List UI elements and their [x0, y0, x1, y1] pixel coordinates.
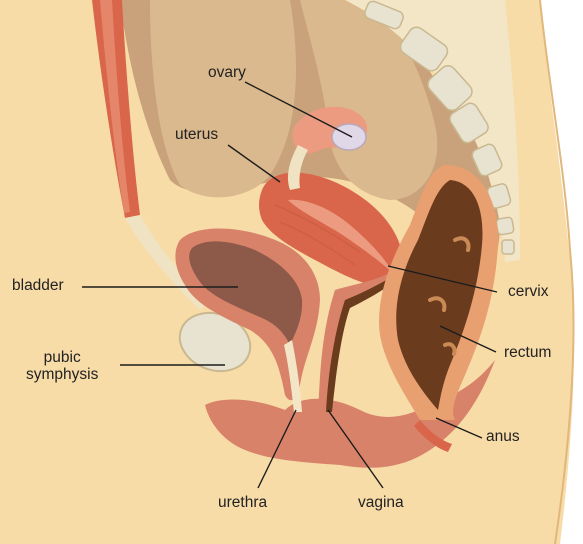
- label-vagina: vagina: [358, 494, 404, 511]
- label-ovary: ovary: [208, 64, 246, 81]
- label-cervix: cervix: [508, 283, 548, 300]
- label-urethra: urethra: [218, 494, 267, 511]
- label-rectum: rectum: [504, 344, 551, 361]
- label-anus: anus: [486, 428, 520, 445]
- label-bladder: bladder: [12, 277, 64, 294]
- label-uterus: uterus: [175, 126, 218, 143]
- ovary-organ: [332, 124, 366, 150]
- label-pubic-symphysis-line2: symphysis: [26, 366, 98, 383]
- label-pubic-symphysis-line1: pubic: [26, 349, 98, 366]
- label-pubic-symphysis: pubic symphysis: [26, 349, 98, 383]
